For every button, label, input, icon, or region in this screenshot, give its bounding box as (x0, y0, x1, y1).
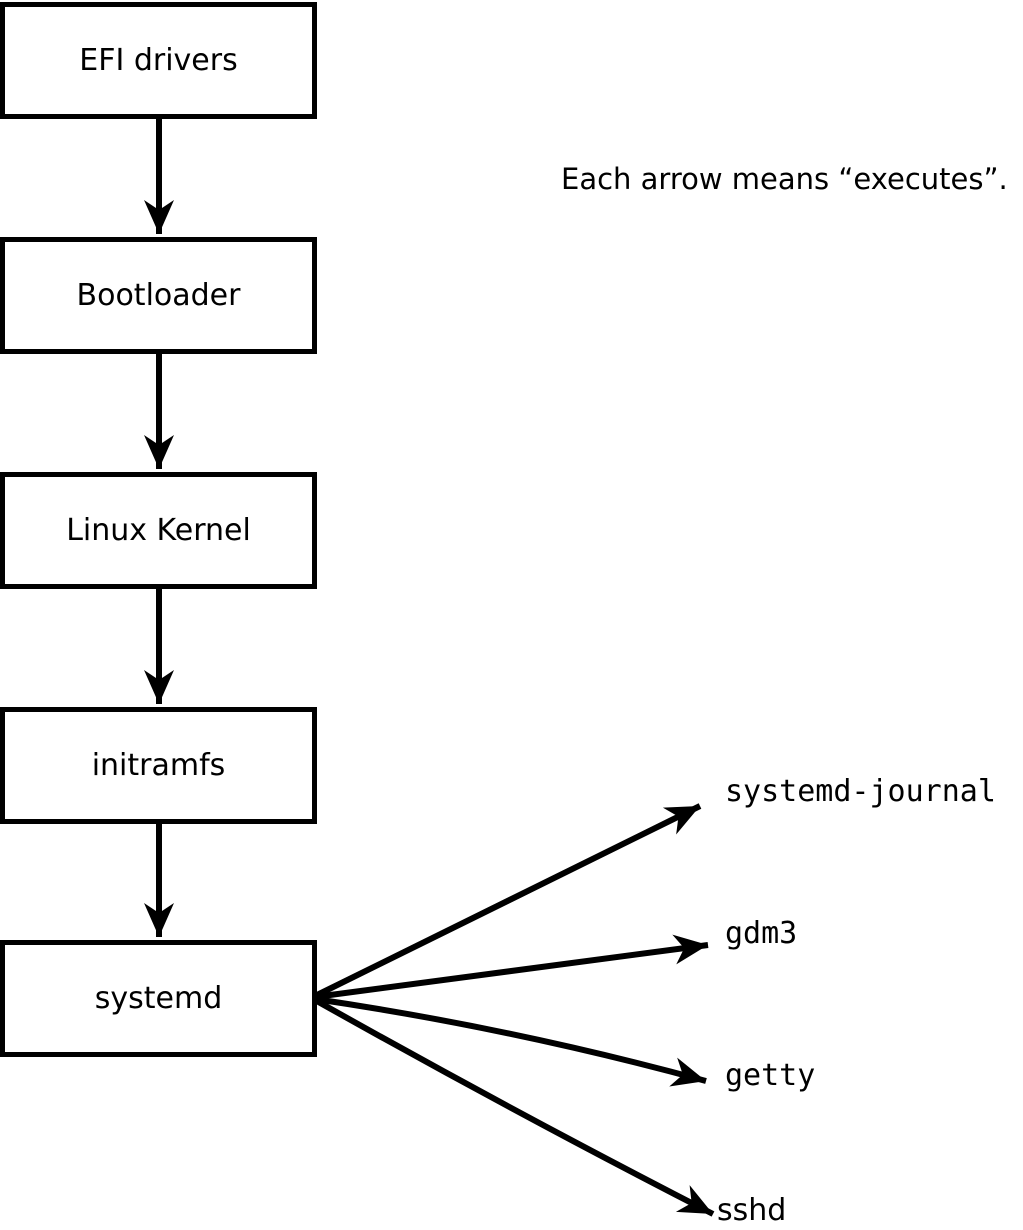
label-gdm3: gdm3 (725, 916, 798, 951)
label-sshd: sshd (717, 1193, 787, 1228)
label-systemd-journal: systemd-journal (725, 774, 996, 809)
arrow-systemd-to-getty (314, 996, 707, 1087)
node-linux-kernel-label: Linux Kernel (66, 512, 251, 548)
node-efi-drivers: EFI drivers (0, 2, 317, 119)
label-getty: getty (725, 1058, 816, 1093)
node-systemd: systemd (0, 940, 317, 1057)
note-arrow-meaning: Each arrow means “executes”. (561, 162, 1008, 196)
node-initramfs-label: initramfs (91, 747, 226, 783)
arrow-systemd-to-sshd (313, 997, 715, 1217)
arrow-systemd-to-journal (313, 803, 702, 999)
node-systemd-label: systemd (94, 980, 223, 1016)
node-efi-drivers-label: EFI drivers (79, 42, 238, 78)
node-linux-kernel: Linux Kernel (0, 472, 317, 589)
node-bootloader: Bootloader (0, 237, 317, 354)
node-bootloader-label: Bootloader (76, 277, 241, 313)
node-initramfs: initramfs (0, 707, 317, 824)
arrow-systemd-to-gdm3 (314, 934, 709, 1000)
